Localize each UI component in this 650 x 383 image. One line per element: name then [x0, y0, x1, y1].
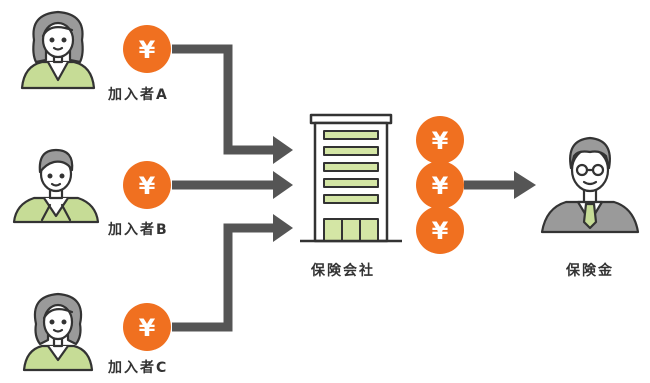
- arrow-heads: [273, 136, 536, 242]
- payout-label: 保険金: [566, 263, 614, 279]
- svg-text:¥: ¥: [139, 36, 156, 64]
- yen-coin-stack-bottom: ¥: [416, 206, 464, 254]
- arrowhead-a: [273, 136, 293, 164]
- subscriber-b-label: 加入者B: [108, 222, 169, 238]
- subscriber-c-avatar: [22, 292, 94, 372]
- subscriber-a-label: 加入者A: [108, 87, 169, 103]
- arrowhead-payout: [514, 171, 536, 199]
- arrowhead-b: [273, 171, 293, 199]
- flow-arrows: [172, 44, 518, 332]
- yen-coin-stack-top: ¥: [416, 116, 464, 164]
- svg-text:¥: ¥: [139, 314, 156, 342]
- arrow-c-to-insurer: [172, 223, 277, 332]
- insurer-label: 保険会社: [311, 263, 375, 279]
- svg-text:¥: ¥: [432, 217, 449, 245]
- subscriber-b-avatar: [12, 148, 100, 224]
- payout-recipient-avatar: [540, 136, 640, 234]
- svg-text:¥: ¥: [139, 172, 156, 200]
- yen-coin-a: ¥: [123, 25, 171, 73]
- svg-text:¥: ¥: [432, 172, 449, 200]
- svg-text:¥: ¥: [432, 127, 449, 155]
- building-icon: [300, 113, 402, 243]
- arrow-a-to-insurer: [172, 44, 277, 155]
- yen-coin-stack-middle: ¥: [416, 161, 464, 209]
- subscriber-c-label: 加入者C: [108, 360, 169, 376]
- arrowhead-c: [273, 214, 293, 242]
- subscriber-a-avatar: [20, 10, 96, 90]
- yen-coin-b: ¥: [123, 161, 171, 209]
- yen-coin-c: ¥: [123, 303, 171, 351]
